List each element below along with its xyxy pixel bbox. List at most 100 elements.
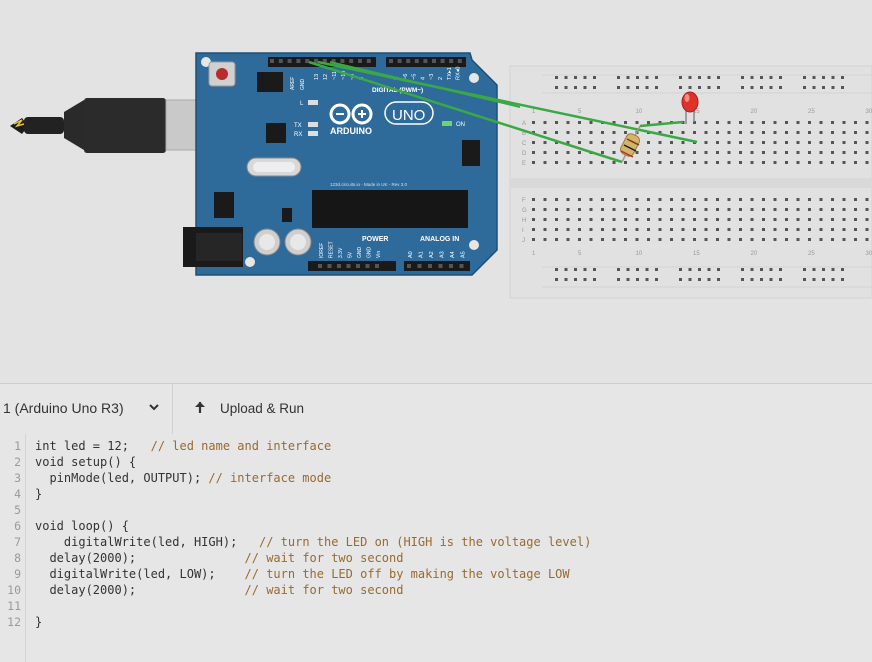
breadboard-hole[interactable] — [612, 151, 616, 154]
breadboard-hole[interactable] — [739, 121, 742, 124]
breadboard-hole[interactable] — [693, 161, 696, 164]
power-rail-hole[interactable] — [655, 278, 658, 281]
breadboard-hole[interactable] — [773, 238, 777, 241]
red-led[interactable] — [681, 91, 699, 124]
breadboard-hole[interactable] — [589, 121, 593, 124]
breadboard-hole[interactable] — [750, 238, 754, 241]
header-pin[interactable] — [331, 59, 336, 63]
breadboard-hole[interactable] — [716, 198, 719, 201]
breadboard-hole[interactable] — [716, 141, 719, 144]
breadboard-hole[interactable] — [681, 208, 685, 211]
breadboard-hole[interactable] — [612, 208, 616, 211]
breadboard-hole[interactable] — [704, 238, 708, 241]
breadboard-hole[interactable] — [854, 238, 857, 241]
breadboard-hole[interactable] — [773, 208, 777, 211]
header-pin[interactable] — [438, 264, 443, 268]
power-rail-hole[interactable] — [803, 86, 806, 89]
code-line[interactable]: delay(2000); // wait for two second — [35, 583, 403, 597]
header-pin[interactable] — [428, 264, 432, 268]
breadboard-hole[interactable] — [739, 141, 742, 144]
breadboard-hole[interactable] — [555, 161, 558, 164]
breadboard-hole[interactable] — [555, 121, 558, 124]
power-rail-hole[interactable] — [593, 278, 596, 281]
breadboard-hole[interactable] — [842, 161, 846, 164]
breadboard-hole[interactable] — [796, 161, 800, 164]
breadboard-hole[interactable] — [842, 218, 846, 221]
power-rail-hole[interactable] — [583, 278, 587, 281]
breadboard-hole[interactable] — [762, 151, 765, 154]
breadboard-hole[interactable] — [842, 131, 846, 134]
breadboard-hole[interactable] — [808, 208, 811, 211]
breadboard-hole[interactable] — [773, 161, 777, 164]
power-rail-hole[interactable] — [750, 278, 754, 281]
code-line[interactable]: pinMode(led, OUTPUT); // interface mode — [35, 471, 331, 485]
header-pin[interactable] — [407, 264, 411, 268]
power-rail-hole[interactable] — [803, 278, 806, 281]
breadboard-hole[interactable] — [854, 208, 857, 211]
breadboard-hole[interactable] — [762, 208, 765, 211]
code-line[interactable]: digitalWrite(led, HIGH); // turn the LED… — [35, 535, 591, 549]
power-rail-hole[interactable] — [760, 278, 763, 281]
power-rail-hole[interactable] — [812, 268, 816, 271]
breadboard-hole[interactable] — [635, 208, 639, 211]
power-rail-hole[interactable] — [750, 86, 754, 89]
breadboard-hole[interactable] — [808, 218, 811, 221]
power-rail-hole[interactable] — [841, 76, 844, 79]
breadboard-hole[interactable] — [578, 151, 581, 154]
breadboard-hole[interactable] — [658, 121, 662, 124]
breadboard-hole[interactable] — [532, 121, 535, 124]
breadboard-hole[interactable] — [808, 198, 811, 201]
power-rail-hole[interactable] — [679, 76, 682, 79]
breadboard-hole[interactable] — [831, 141, 834, 144]
breadboard-hole[interactable] — [555, 228, 558, 231]
breadboard-hole[interactable] — [532, 218, 535, 221]
breadboard-hole[interactable] — [532, 141, 535, 144]
breadboard-hole[interactable] — [658, 208, 662, 211]
breadboard-hole[interactable] — [819, 161, 823, 164]
header-pin[interactable] — [337, 264, 341, 268]
power-rail-hole[interactable] — [822, 268, 825, 271]
breadboard-hole[interactable] — [773, 131, 777, 134]
breadboard-hole[interactable] — [727, 161, 731, 164]
wire-led-resistor[interactable] — [639, 120, 684, 128]
breadboard-hole[interactable] — [739, 238, 742, 241]
code-line[interactable]: digitalWrite(led, LOW); // turn the LED … — [35, 567, 569, 581]
breadboard-hole[interactable] — [808, 121, 811, 124]
breadboard-hole[interactable] — [658, 228, 662, 231]
header-pin[interactable] — [346, 264, 351, 268]
power-rail-hole[interactable] — [717, 76, 720, 79]
breadboard-hole[interactable] — [624, 218, 627, 221]
breadboard-hole[interactable] — [601, 198, 604, 201]
breadboard-hole[interactable] — [647, 141, 650, 144]
breadboard-hole[interactable] — [589, 161, 593, 164]
breadboard-hole[interactable] — [739, 208, 742, 211]
breadboard-hole[interactable] — [555, 141, 558, 144]
breadboard-hole[interactable] — [635, 238, 639, 241]
breadboard-hole[interactable] — [727, 131, 731, 134]
breadboard-hole[interactable] — [624, 161, 627, 164]
breadboard-hole[interactable] — [831, 161, 834, 164]
breadboard-hole[interactable] — [647, 198, 650, 201]
breadboard-hole[interactable] — [750, 141, 754, 144]
power-rail-hole[interactable] — [831, 268, 835, 271]
breadboard-hole[interactable] — [612, 218, 616, 221]
power-rail-hole[interactable] — [769, 86, 773, 89]
power-rail-hole[interactable] — [769, 76, 773, 79]
breadboard-hole[interactable] — [727, 121, 731, 124]
breadboard-hole[interactable] — [647, 238, 650, 241]
breadboard-hole[interactable] — [612, 141, 616, 144]
breadboard-hole[interactable] — [589, 238, 593, 241]
breadboard-hole[interactable] — [854, 218, 857, 221]
header-pin[interactable] — [432, 59, 436, 63]
header-pin[interactable] — [327, 264, 332, 268]
header-pin[interactable] — [459, 264, 464, 268]
breadboard-hole[interactable] — [681, 141, 685, 144]
breadboard-hole[interactable] — [831, 208, 834, 211]
breadboard-hole[interactable] — [842, 228, 846, 231]
breadboard-hole[interactable] — [854, 161, 857, 164]
breadboard-hole[interactable] — [624, 208, 627, 211]
breadboard-hole[interactable] — [578, 238, 581, 241]
wire-gnd[interactable] — [308, 60, 623, 164]
